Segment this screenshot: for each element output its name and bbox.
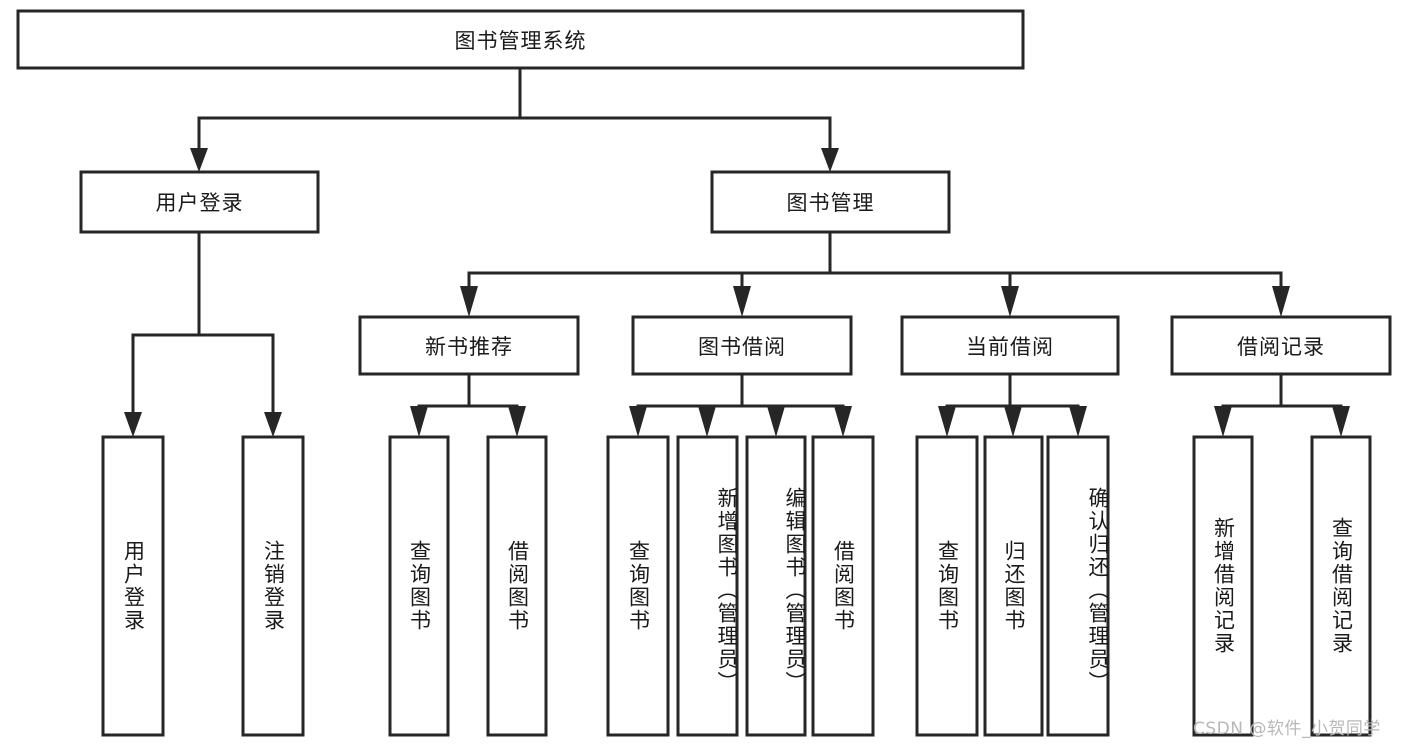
arrow-head-book-borrow <box>733 286 751 317</box>
node-box-leaf-book-borrow-0[interactable] <box>606 435 670 737</box>
arrow-head-book-mgmt <box>821 148 839 172</box>
arrow-head-leaf-new-book-1 <box>508 406 526 437</box>
node-box-leaf-book-borrow-3[interactable] <box>811 435 875 737</box>
node-box-new-book[interactable] <box>358 315 580 376</box>
node-box-leaf-user-login-1[interactable] <box>241 435 305 737</box>
arrow-head-leaf-user-login-1 <box>264 412 282 437</box>
connector-group-current-borrow <box>938 372 1087 437</box>
node-box-leaf-book-borrow-2[interactable] <box>745 435 807 737</box>
node-box-current-borrow[interactable] <box>900 315 1120 376</box>
node-box-root[interactable] <box>16 9 1025 70</box>
arrow-head-leaf-current-borrow-0 <box>938 406 956 437</box>
arrow-head-leaf-new-book-0 <box>410 406 428 437</box>
node-box-leaf-new-book-1[interactable] <box>486 435 548 737</box>
node-box-leaf-user-login-0[interactable] <box>101 435 165 737</box>
arrow-head-new-book <box>460 286 478 317</box>
arrow-head-leaf-book-borrow-3 <box>834 406 852 437</box>
arrow-head-leaf-book-borrow-1 <box>698 406 716 437</box>
arrow-head-leaf-book-borrow-2 <box>767 406 785 437</box>
node-box-leaf-borrow-record-1[interactable] <box>1310 435 1372 737</box>
arrow-head-leaf-current-borrow-2 <box>1069 406 1087 437</box>
node-box-leaf-current-borrow-1[interactable] <box>983 435 1044 737</box>
arrow-head-leaf-borrow-record-1 <box>1332 406 1350 437</box>
node-box-book-borrow[interactable] <box>631 315 853 376</box>
node-box-leaf-current-borrow-2[interactable] <box>1046 435 1110 737</box>
node-box-borrow-record[interactable] <box>1170 315 1392 376</box>
arrow-head-leaf-current-borrow-1 <box>1004 406 1022 437</box>
node-box-leaf-borrow-record-0[interactable] <box>1192 435 1254 737</box>
arrow-head-leaf-user-login-0 <box>124 412 142 437</box>
node-box-leaf-new-book-0[interactable] <box>388 435 450 737</box>
arrow-head-user-login <box>190 148 208 172</box>
node-box-book-mgmt[interactable] <box>710 170 951 234</box>
arrow-head-borrow-record <box>1272 286 1290 317</box>
connector-group-root <box>190 66 839 172</box>
node-box-leaf-current-borrow-0[interactable] <box>915 435 979 737</box>
connector-group-borrow-record <box>1214 372 1350 437</box>
arrow-head-current-borrow <box>1001 286 1019 317</box>
node-box-leaf-book-borrow-1[interactable] <box>676 435 739 737</box>
connector-group-book-mgmt <box>460 230 1290 317</box>
arrow-head-leaf-borrow-record-0 <box>1214 406 1232 437</box>
connector-group-user-login <box>124 230 282 437</box>
node-box-user-login[interactable] <box>79 170 320 234</box>
arrow-head-leaf-book-borrow-0 <box>629 406 647 437</box>
connector-group-book-borrow <box>629 372 852 437</box>
connector-group-new-book <box>410 372 526 437</box>
